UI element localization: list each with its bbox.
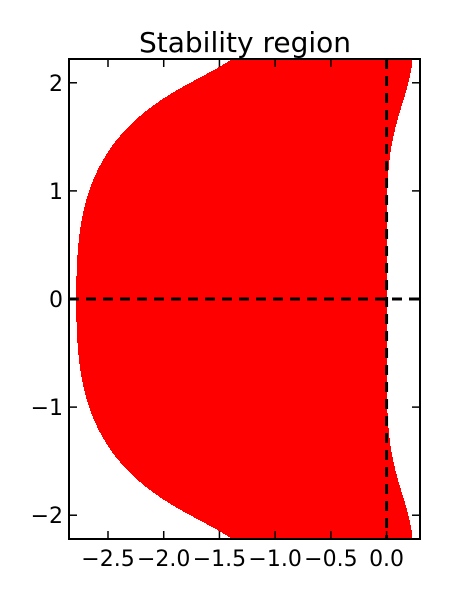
y-tick-label: −2 (31, 504, 63, 529)
plot-frame (68, 58, 421, 540)
y-tick-label: 0 (49, 288, 63, 313)
x-tick-label: −0.5 (304, 547, 357, 572)
y-tick-label: −1 (31, 396, 63, 421)
y-tick-label: 1 (49, 180, 63, 205)
x-tick-label: −2.5 (81, 547, 134, 572)
x-tick-label: −2.0 (137, 547, 190, 572)
x-tick-label: −1.0 (248, 547, 301, 572)
axis-ticks (69, 59, 420, 539)
x-tick-label: 0.0 (369, 547, 404, 572)
tick-labels: −2.5−2.0−1.5−1.0−0.5 0.0 −2 −1 0 1 2 (31, 72, 405, 572)
x-tick-label: −1.5 (193, 547, 246, 572)
reference-lines (69, 59, 420, 539)
chart-title: Stability region (139, 26, 351, 59)
y-tick-label: 2 (49, 72, 63, 97)
